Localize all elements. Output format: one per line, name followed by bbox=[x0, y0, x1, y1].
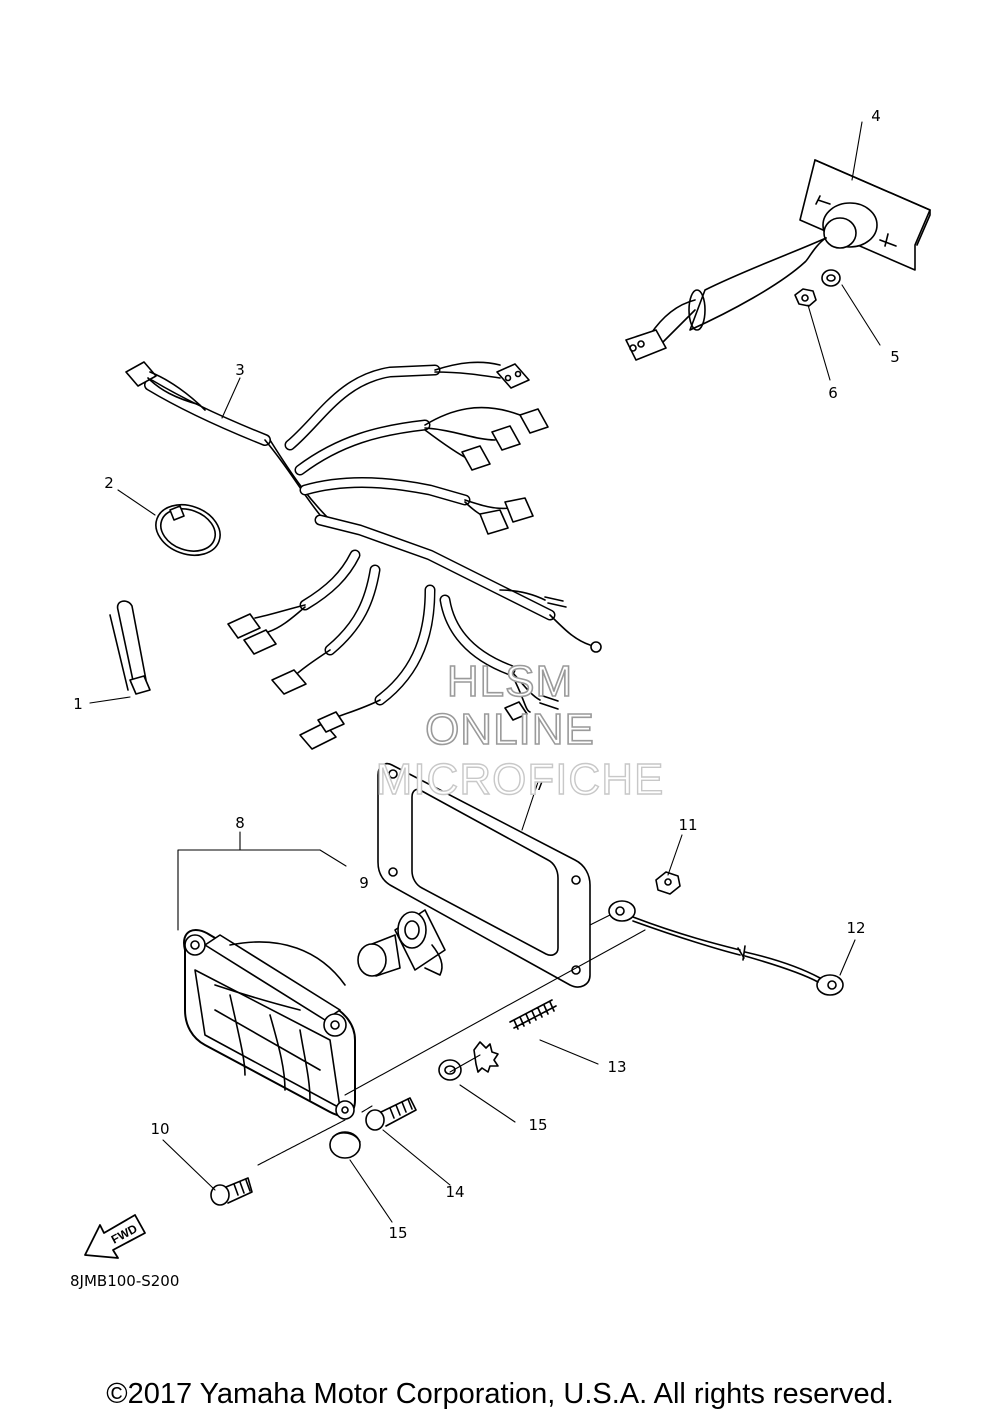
callout-7: 7 bbox=[535, 776, 545, 794]
callout-2: 2 bbox=[104, 474, 114, 492]
callout-10: 10 bbox=[150, 1120, 169, 1138]
part-2-band bbox=[155, 503, 221, 557]
watermark-line-1: HLSM bbox=[446, 657, 574, 706]
part-7-gasket bbox=[377, 762, 591, 988]
watermark-line-3: MICROFICHE bbox=[375, 755, 665, 804]
callout-6: 6 bbox=[828, 384, 838, 402]
copyright-notice: ©2017 Yamaha Motor Corporation, U.S.A. A… bbox=[106, 1378, 894, 1410]
callout-8: 8 bbox=[235, 814, 245, 832]
callout-3: 3 bbox=[235, 361, 245, 379]
part-13-spring bbox=[509, 999, 557, 1030]
callout-1: 1 bbox=[73, 695, 83, 713]
part-9-bulb bbox=[357, 909, 446, 977]
callout-15-lower: 15 bbox=[388, 1224, 407, 1242]
callout-9: 9 bbox=[359, 874, 369, 892]
part-14-screw bbox=[365, 1097, 417, 1131]
callout-12: 12 bbox=[846, 919, 865, 937]
callout-5: 5 bbox=[890, 348, 900, 366]
part-8-headlight-unit bbox=[183, 929, 356, 1120]
leader-lines bbox=[89, 121, 881, 1223]
part-1-clip bbox=[109, 600, 151, 695]
part-12-ground-wire bbox=[608, 900, 844, 996]
fwd-arrow-icon: FWD bbox=[84, 1214, 146, 1259]
diagram-code: 8JMB100-S200 bbox=[70, 1272, 180, 1290]
callout-13: 13 bbox=[607, 1058, 626, 1076]
callout-4: 4 bbox=[871, 107, 881, 125]
part-3-wire-harness bbox=[125, 361, 602, 750]
watermark-line-2: ONLINE bbox=[424, 705, 595, 754]
part-5-washer bbox=[821, 269, 841, 287]
part-10-bolt bbox=[210, 1177, 253, 1206]
callout-14: 14 bbox=[445, 1183, 464, 1201]
part-15-grommet-upper bbox=[438, 1041, 499, 1081]
part-4-switch-assembly bbox=[625, 159, 931, 361]
part-11-nut bbox=[655, 871, 681, 895]
callout-11: 11 bbox=[678, 816, 697, 834]
part-15-cap-lower bbox=[329, 1131, 361, 1159]
callout-15-upper: 15 bbox=[528, 1116, 547, 1134]
part-6-nut bbox=[794, 288, 817, 307]
